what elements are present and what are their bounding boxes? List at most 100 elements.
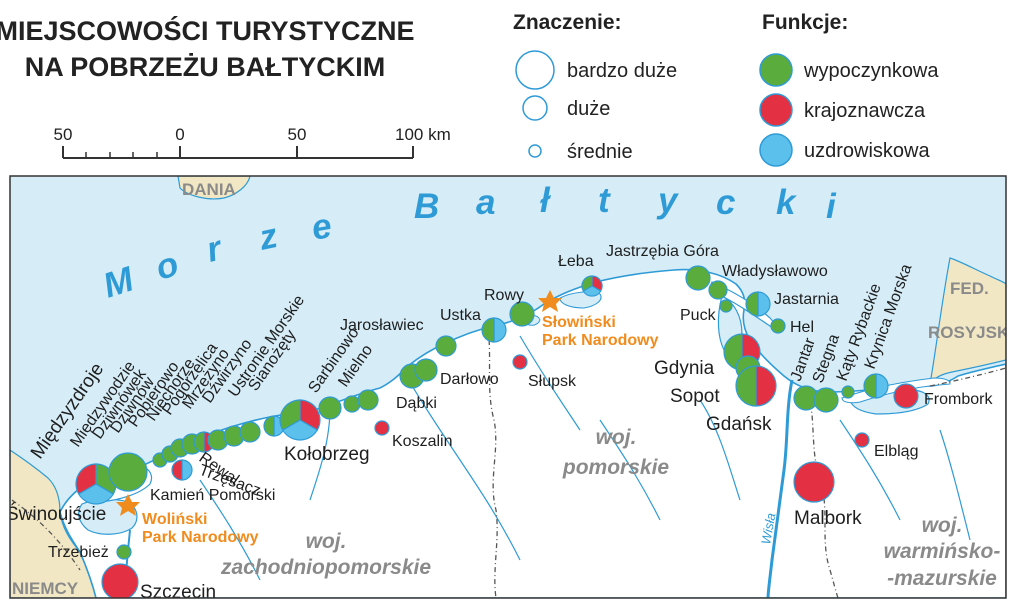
legend-label-large: duże [567,98,610,120]
town-symbol-jastarnia [745,291,771,317]
town-label-jaroslawiec: Jarosławiec [340,317,424,334]
town-symbol-koszalin [374,420,390,436]
town-symbol-sianozety [318,396,342,420]
town-label-sopot: Sopot [670,386,720,407]
legend-functions-heading: Funkcje: [762,11,848,34]
legend-significance-heading: Znaczenie: [513,11,622,34]
rivers [123,335,971,598]
border-pom-war [807,391,839,598]
country-label-germany: NIEMCY [12,579,79,598]
town-label-ustka: Ustka [440,307,481,324]
legend-circle-very-large [515,50,555,90]
town-symbol-slupsk [512,354,528,370]
town-symbol-malbork [793,461,835,503]
voiv-label-zach-1: woj. [306,530,347,553]
voiv-label-war-1: woj. [922,514,963,537]
river-label-vistula: Wisła [758,512,778,546]
sea-letter-7: a [476,183,495,222]
scale-label-50: 50 [288,125,307,144]
town-label-swinoujscie: Świnoujście [6,503,106,525]
town-label-jastrzebia-gora: Jastrzębia Góra [606,243,719,260]
voivodeship-borders [11,327,839,598]
legend-significance: Znaczenie: bardzo duże duże średnie [513,11,677,163]
town-label-wladyslawowo: Władysławowo [722,263,828,280]
legend-swatch-spa [759,133,793,167]
town-symbol-katy-rybackie [841,385,855,399]
scale-label-100km: 100 km [395,125,451,144]
town-symbol-trzebiez [116,544,132,560]
town-symbol-rowy [509,301,535,327]
voiv-label-zach-2: zachodniopomorskie [220,556,431,579]
town-label-rowy: Rowy [484,287,524,304]
legend-label-recreation: wypoczynkowa [803,60,939,82]
legend-label-very-large: bardzo duże [567,60,677,82]
town-symbol-hel [770,318,786,334]
town-symbol-szczecin [101,563,139,598]
town-label-elblag: Elbląg [874,443,918,460]
wolinski-park-star-icon [116,494,140,516]
town-symbol-jaroslawiec [435,335,457,357]
town-label-szczecin: Szczecin [140,582,216,603]
voiv-label-pom-1: woj. [596,426,637,449]
town-label-puck: Puck [680,307,717,324]
denmark-land [177,176,251,200]
border-germany [11,499,81,571]
russia-land [929,257,1006,385]
town-label-jastarnia: Jastarnia [774,291,839,308]
vistula-river [766,379,794,598]
town-label-slupsk: Słupsk [528,373,577,390]
town-label-koszalin: Koszalin [392,433,452,450]
sea-letter-13: i [826,187,837,226]
legend-label-sightseeing: krajoznawcza [804,100,926,122]
slowinski-park-star-icon [538,290,562,312]
town-symbol-ustka [481,317,507,343]
town-label-kamien-pomorski: Kamień Pomorski [150,487,275,504]
town-symbol-puck [719,299,733,313]
town-label-hel: Hel [790,319,814,336]
town-symbol-elblag [854,432,870,448]
legend-circle-large [522,95,548,121]
park-label-wolinski-2: Park Narodowy [142,529,259,546]
town-symbol-stegna [813,387,839,413]
legend-functions: Funkcje: wypoczynkowa krajoznawcza uzdro… [759,11,939,167]
map-frame [9,175,1007,599]
town-label-kolobrzeg: Kołobrzeg [284,444,370,465]
park-label-wolinski-1: Woliński [142,511,208,528]
sea-letter-10: y [656,181,679,220]
map-body: M o r z e B a ł t y c k i e DANIA FED. R… [6,176,1006,603]
legend-swatch-recreation [759,53,793,87]
scale-label-50-left: 50 [54,125,73,144]
town-label-frombork: Frombork [924,391,993,408]
town-symbol-darlowo [414,358,438,382]
legend-swatch-sightseeing [759,93,793,127]
park-label-slowinski-1: Słowiński [542,314,616,331]
town-symbols [75,265,919,598]
town-label-dabki: Dąbki [396,395,437,412]
town-symbol-wladyslawowo [708,280,728,300]
town-symbol-trzesacz [171,459,193,481]
town-symbol-kolobrzeg [279,399,321,441]
town-symbol-gdansk [735,365,777,407]
legend-label-medium: średnie [567,141,633,163]
sea-letter-11: c [716,183,735,222]
park-label-slowinski-2: Park Narodowy [542,332,659,349]
town-label-trzebiez: Trzebież [48,544,109,561]
scale-label-0: 0 [175,125,184,144]
town-symbol-jastrzebia-gora [685,265,711,291]
town-symbol-ustronie [263,415,285,437]
town-label-leba: Łeba [558,253,594,270]
legend-circle-medium [528,144,542,158]
town-symbol-frombork [893,383,919,409]
sea-letter-8: ł [540,181,551,220]
town-label-darlowo: Darłowo [440,371,499,388]
country-label-denmark: DANIA [182,180,236,199]
sea-letter-9: t [598,181,611,220]
voiv-label-war-2: warmińsko- [884,540,1001,563]
town-label-gdansk: Gdańsk [706,414,772,435]
sea-letter-12: k [776,183,797,222]
town-label-malbork: Malbork [794,508,862,529]
voiv-label-pom-2: pomorskie [562,456,670,479]
town-symbol-leba [581,275,603,297]
legend-label-spa: uzdrowiskowa [804,140,930,162]
map-title-line1: MIEJSCOWOŚCI TURYSTYCZNE [0,15,415,46]
